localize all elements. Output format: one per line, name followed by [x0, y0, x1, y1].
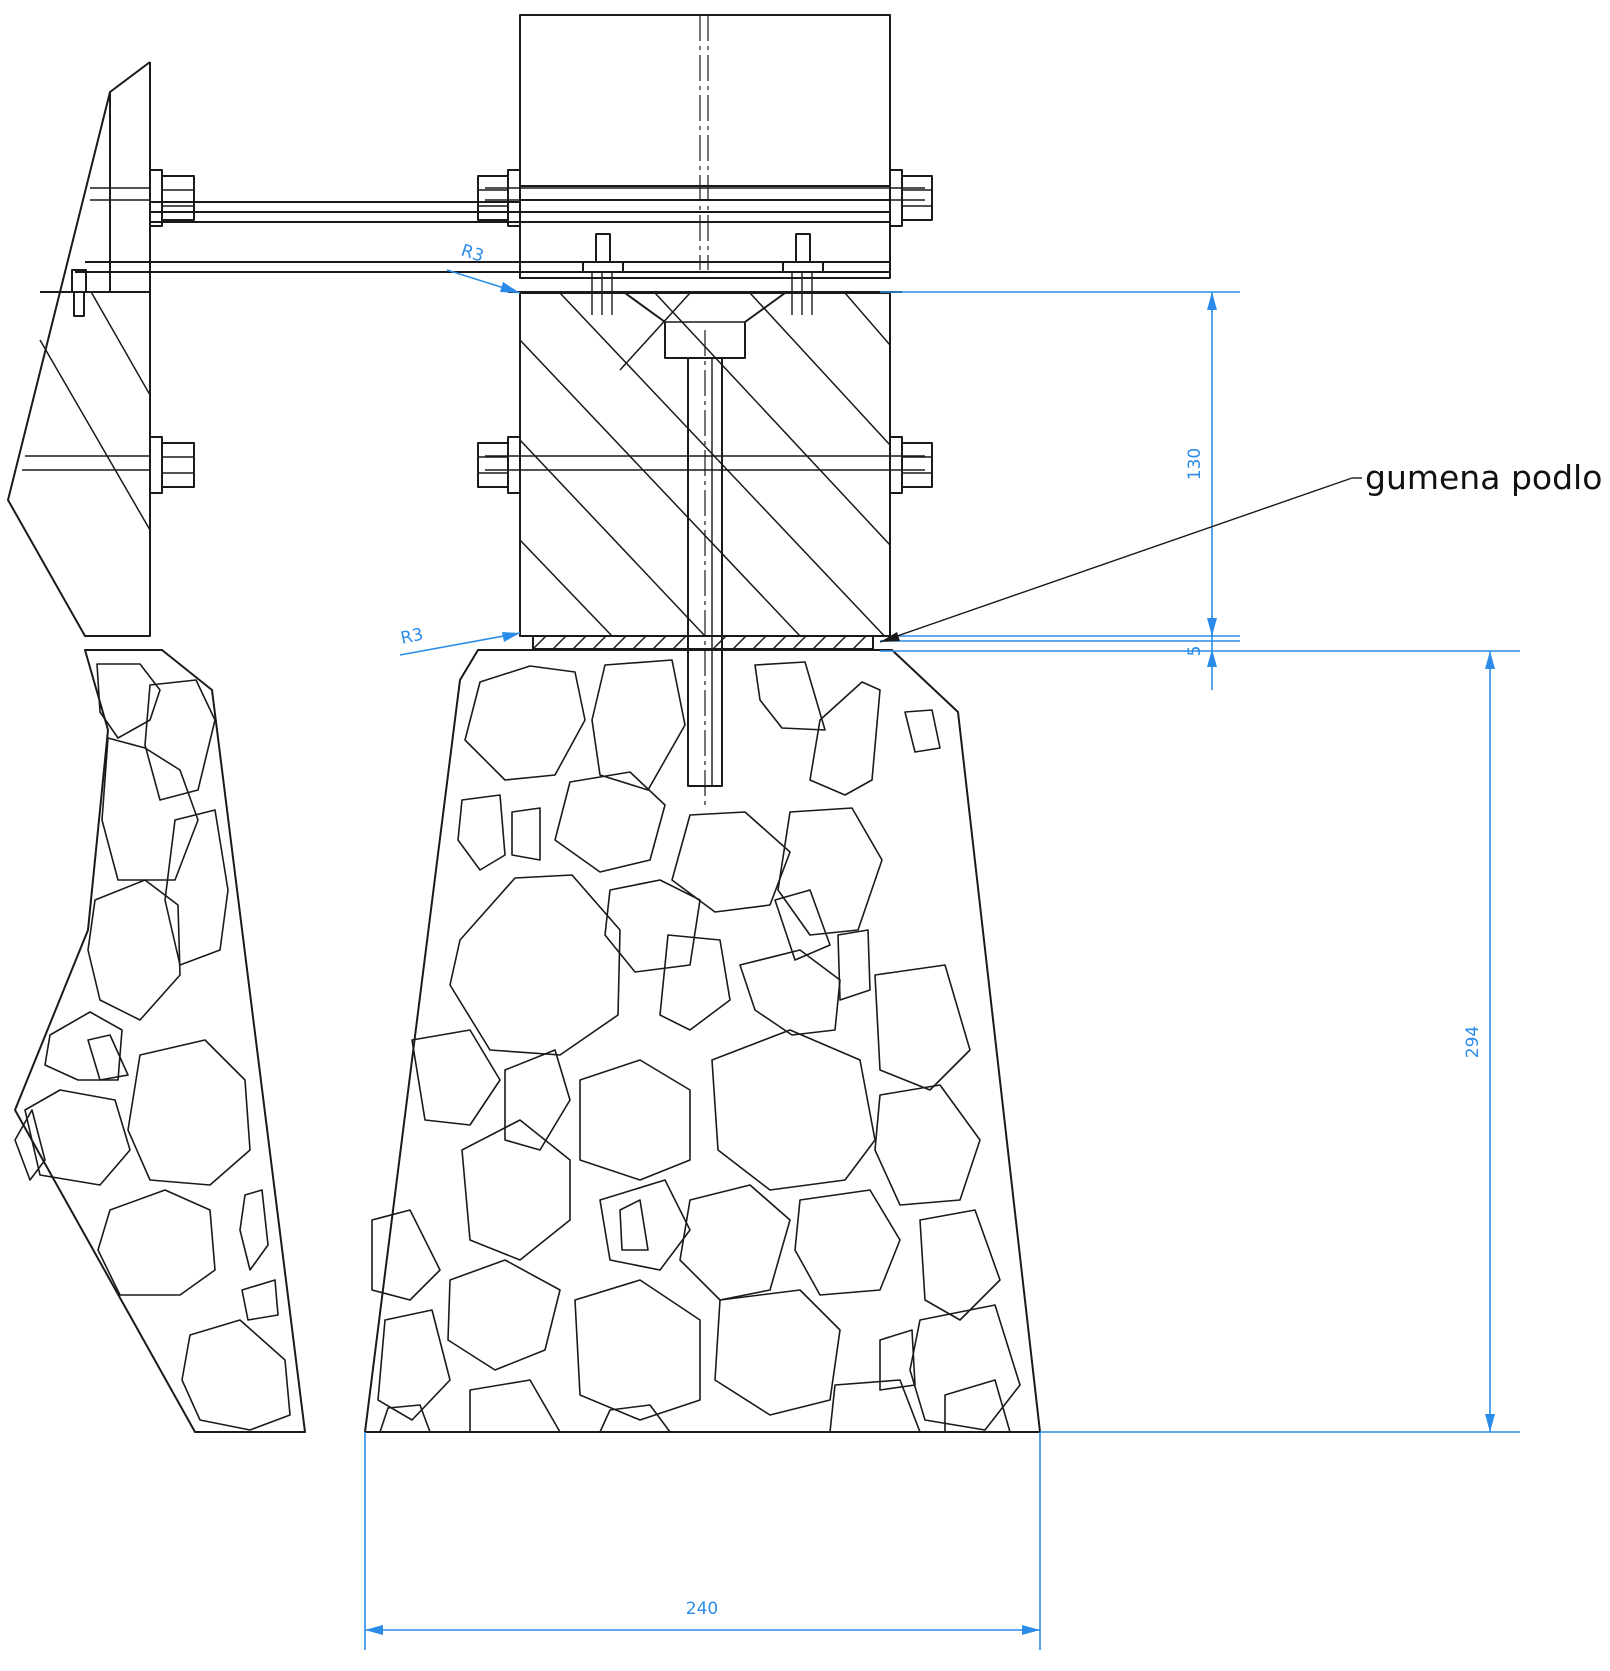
callout-rubber-pad: gumena podlo — [879, 458, 1602, 643]
nut-top-left — [477, 169, 521, 227]
dimension-block-height: 130 — [880, 291, 1240, 637]
anchor-bolt-right — [782, 233, 824, 315]
post — [519, 14, 891, 279]
rubber-pad-hatching — [533, 636, 867, 649]
anchor-bolt-left — [582, 233, 624, 315]
side-view-upper-outline — [7, 61, 151, 637]
nut-top-right — [889, 169, 933, 227]
foundation-outline — [364, 649, 1041, 1433]
dimension-foundation-width: 240 — [364, 1432, 1041, 1650]
side-nut-mid — [149, 436, 195, 494]
side-anchor — [71, 269, 87, 317]
side-view-stone-wall-outline — [14, 649, 306, 1433]
foundation-stones — [371, 659, 1021, 1433]
dimension-label-294: 294 — [1463, 1026, 1483, 1058]
dimension-label-240: 240 — [686, 1599, 718, 1619]
block-hatching — [520, 293, 890, 636]
dimension-pad-thickness: 5 — [880, 620, 1240, 690]
radius-leader-top: R3 — [446, 241, 521, 294]
dimension-foundation-height: 294 — [880, 650, 1520, 1433]
radius-label-bottom: R3 — [399, 625, 425, 649]
callout-label: gumena podlo — [1365, 458, 1602, 497]
nut-mid-right — [889, 436, 933, 494]
nut-mid-left — [477, 436, 521, 494]
side-nut-top — [149, 169, 195, 227]
side-view-hatching — [39, 292, 150, 531]
side-view — [7, 61, 520, 1433]
front-view — [364, 14, 1041, 1433]
dimension-label-130: 130 — [1185, 448, 1205, 480]
radius-leader-bottom: R3 — [399, 625, 521, 656]
side-view-stones — [14, 663, 291, 1431]
